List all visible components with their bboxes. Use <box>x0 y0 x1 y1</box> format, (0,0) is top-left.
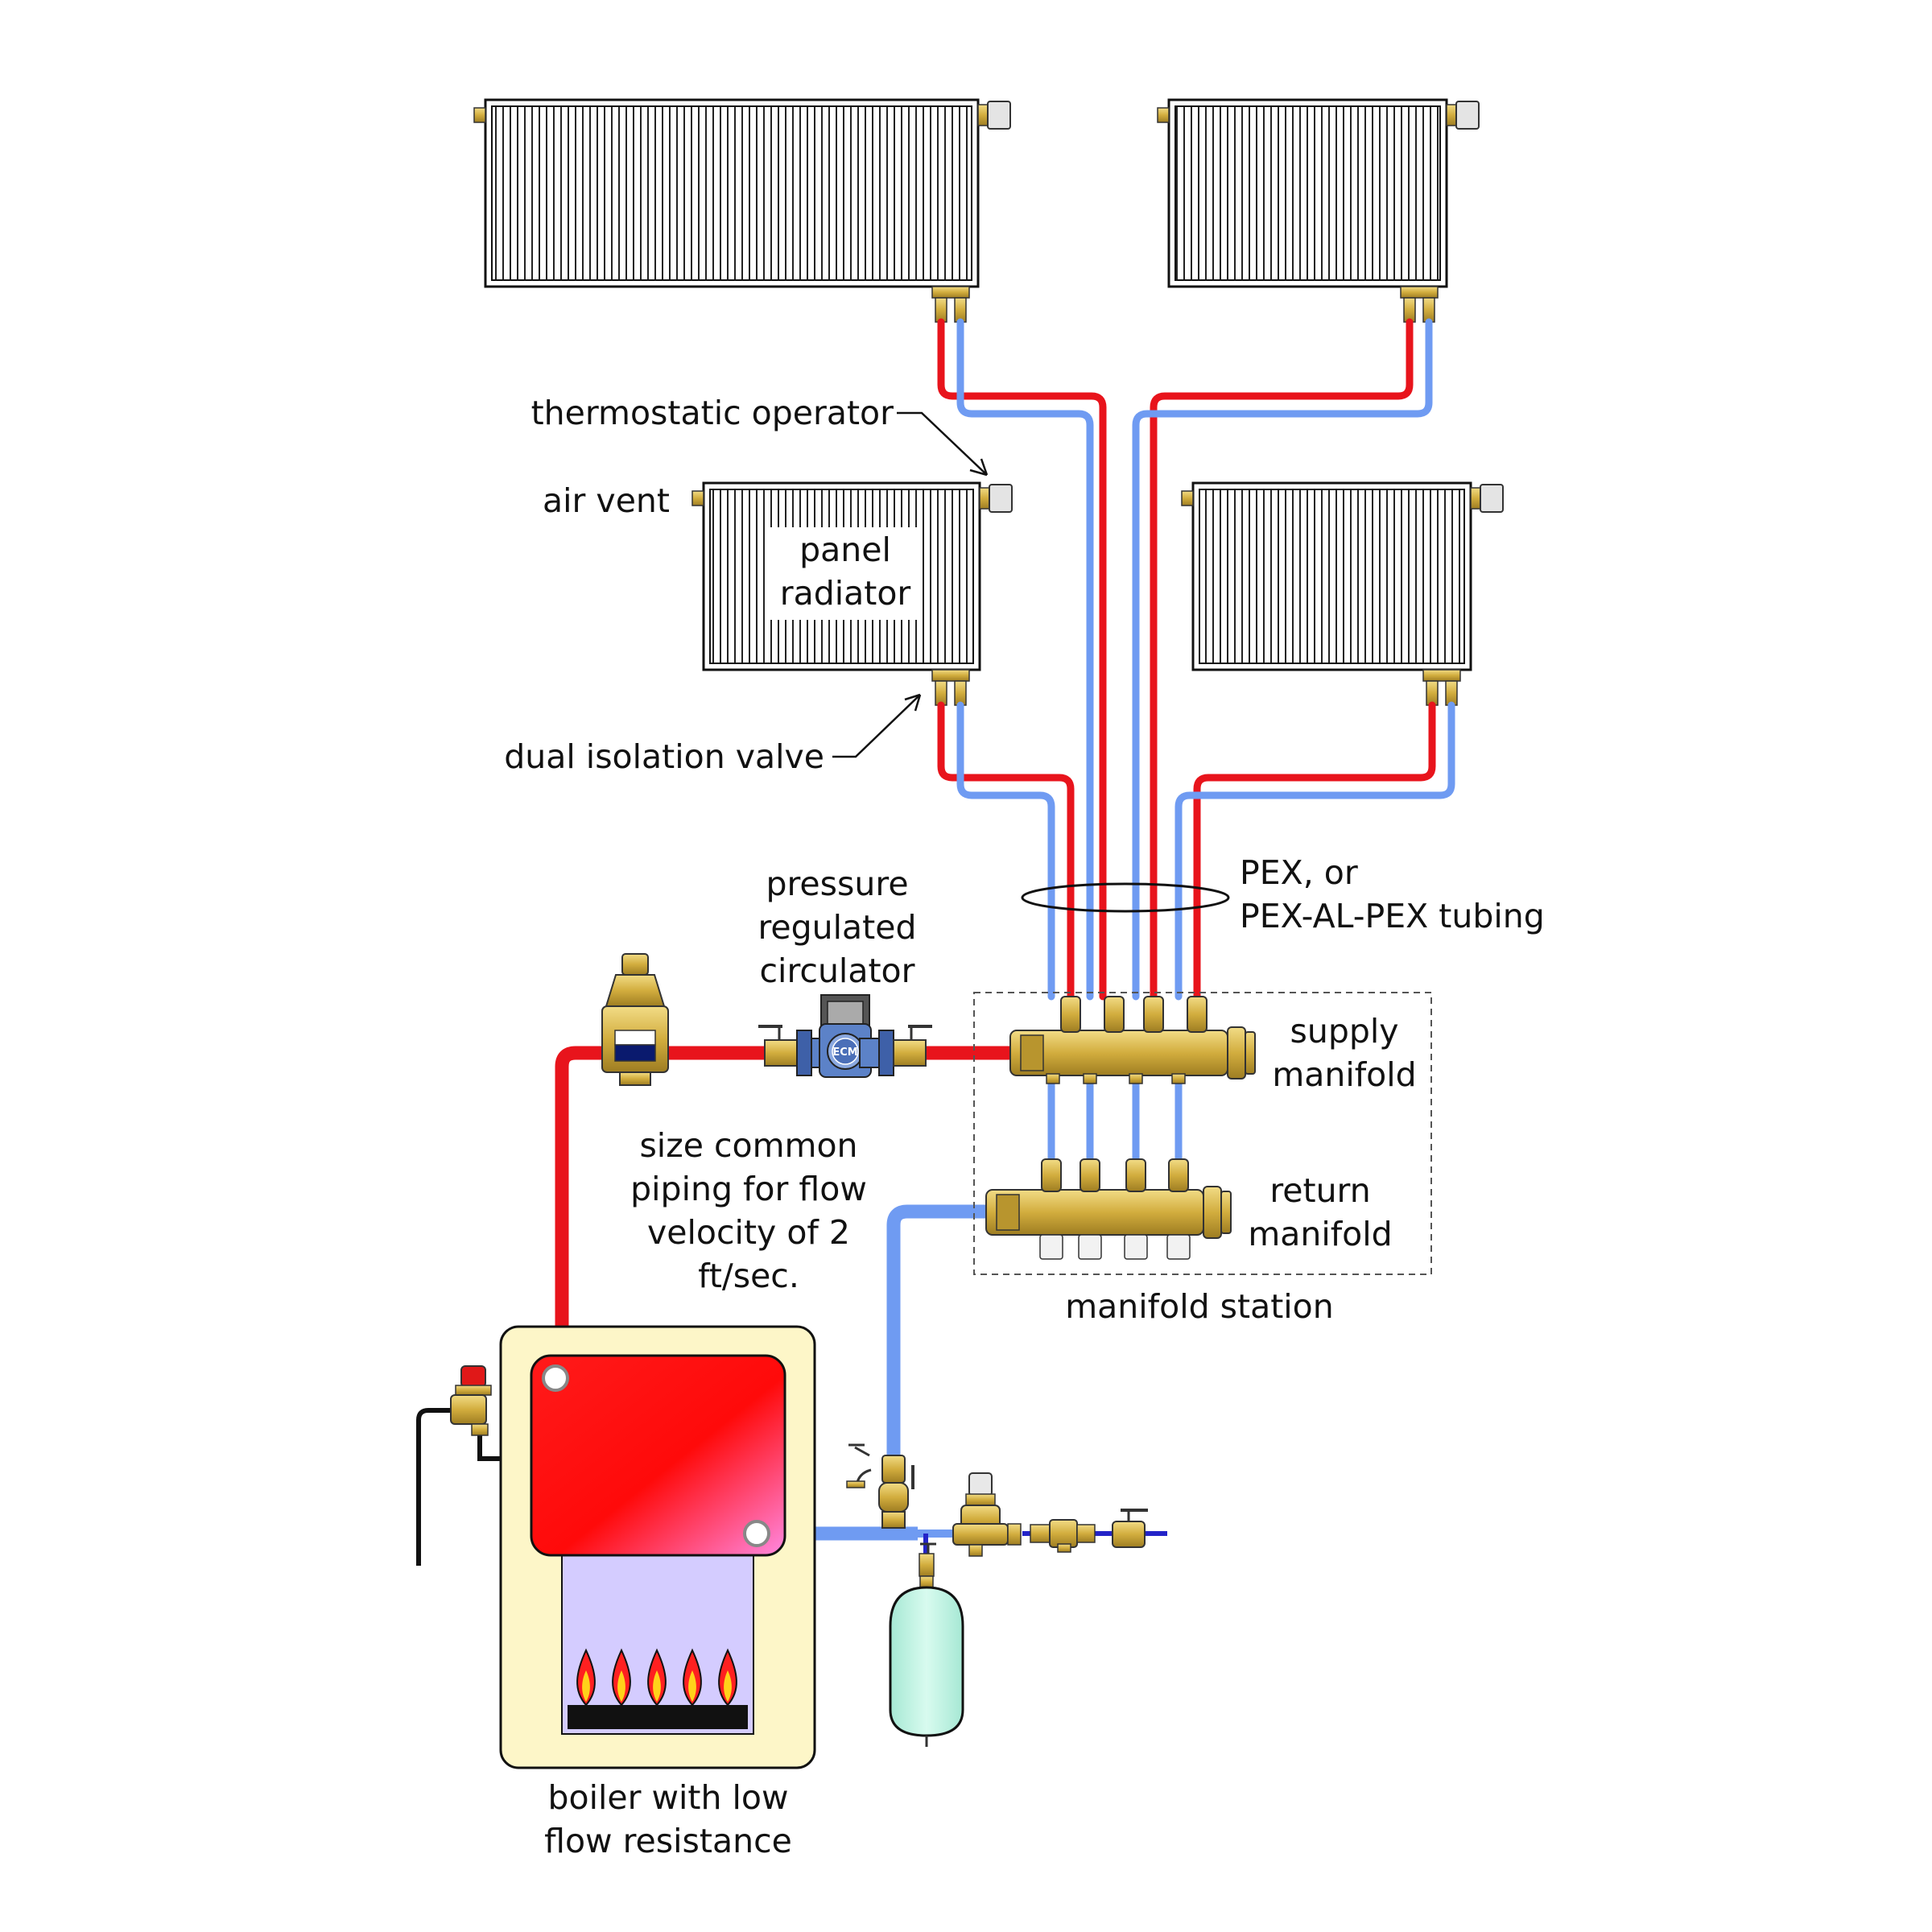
label-pex: PEX, or <box>1240 853 1358 892</box>
label-velocity: velocity of 2 <box>647 1213 850 1252</box>
manifold-station-outline <box>973 992 1432 1275</box>
supply-line-4 <box>1193 701 1436 1001</box>
boiler <box>499 1325 816 1769</box>
pex-bundle-ellipse <box>1021 882 1230 913</box>
supply-line-1 <box>937 318 1107 1001</box>
label-dual-isolation-valve: dual isolation valve <box>504 737 824 776</box>
return-line-2 <box>1132 318 1433 1001</box>
label-return-manifold: manifold <box>1248 1215 1393 1253</box>
return-line-1 <box>956 318 1094 1001</box>
ecm-badge: ECM <box>832 1046 857 1059</box>
label-flow-resistance: flow resistance <box>544 1822 792 1860</box>
label-pex-al-pex: PEX-AL-PEX tubing <box>1240 897 1545 935</box>
leader-lines <box>832 411 989 758</box>
panel-radiator-top-left <box>473 98 1011 288</box>
return-line-4 <box>1174 701 1455 1001</box>
return-manifold <box>985 1158 1232 1260</box>
return-line-3 <box>956 701 1055 1001</box>
label-regulated: regulated <box>758 908 917 947</box>
dual-isolation-valve-2 <box>1400 286 1439 323</box>
label-ft-sec: ft/sec. <box>698 1257 799 1295</box>
label-size-common: size common <box>639 1126 858 1165</box>
air-separator <box>601 953 669 1086</box>
label-supply: supply <box>1290 1012 1399 1051</box>
supply-line-2 <box>1150 318 1414 1001</box>
expansion-tank <box>889 1542 964 1747</box>
label-boiler: boiler with low <box>547 1778 789 1817</box>
return-main <box>886 1204 986 1534</box>
burner-flames <box>576 1648 737 1707</box>
label-circulator: circulator <box>759 952 915 990</box>
label-return: return <box>1269 1171 1371 1210</box>
panel-radiator-mid-right <box>1181 481 1504 671</box>
label-air-vent: air vent <box>543 481 670 520</box>
heat-exchanger <box>530 1354 786 1557</box>
label-piping-for-flow: piping for flow <box>630 1170 867 1208</box>
label-panel: panel <box>769 528 922 572</box>
dual-isolation-valve-3 <box>931 669 970 706</box>
purge-valve <box>846 1443 914 1529</box>
pressure-regulated-circulator: ECM <box>758 994 932 1078</box>
label-pressure: pressure <box>766 865 909 903</box>
dual-isolation-valve-1 <box>931 286 970 323</box>
supply-line-3 <box>937 701 1075 1001</box>
label-thermostatic-operator: thermostatic operator <box>530 394 894 432</box>
label-supply-manifold: manifold <box>1272 1055 1417 1094</box>
panel-radiator-top-right <box>1157 98 1480 288</box>
pex-tubing <box>937 318 1455 1163</box>
label-manifold-station: manifold station <box>1065 1287 1334 1326</box>
burner <box>568 1705 748 1729</box>
makeup-water-assembly <box>952 1472 1148 1557</box>
supply-manifold <box>1009 996 1256 1084</box>
label-radiator: radiator <box>769 572 922 615</box>
supply-main <box>555 1046 1010 1389</box>
dual-isolation-valve-4 <box>1422 669 1461 706</box>
pressure-relief-valve <box>416 1365 501 1566</box>
